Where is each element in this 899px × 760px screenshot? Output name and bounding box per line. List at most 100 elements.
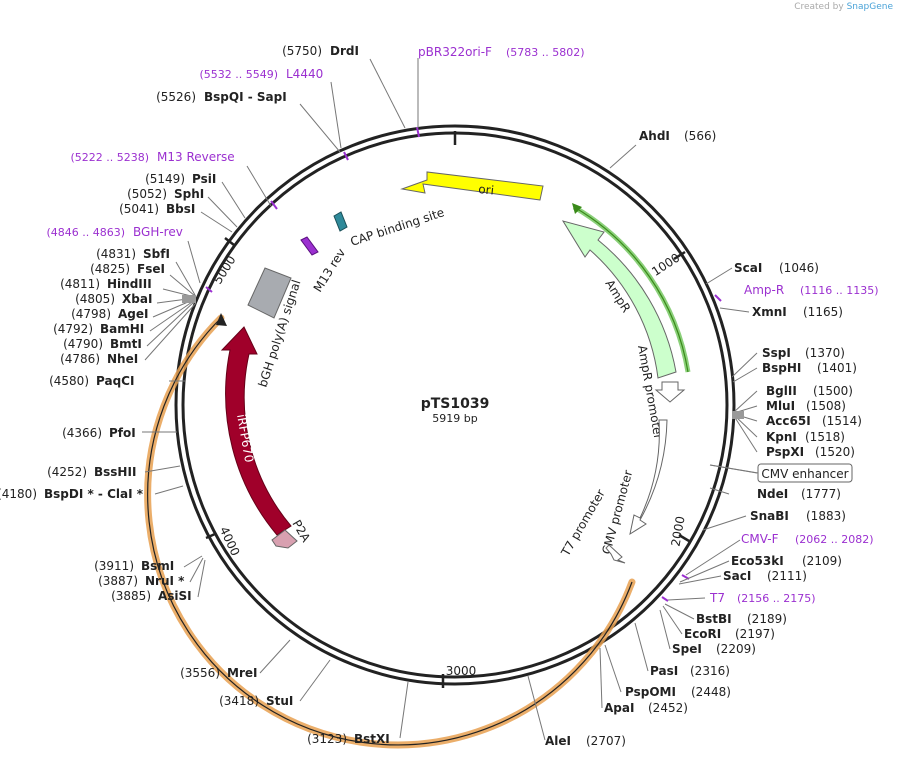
- site-acc65i: Acc65I(1514): [766, 414, 862, 428]
- plasmid-size: 5919 bp: [432, 412, 477, 425]
- primer-l4440: (5532 .. 5549)L4440: [199, 67, 323, 81]
- svg-text:NheI: NheI: [107, 352, 138, 366]
- svg-text:MluI: MluI: [766, 399, 795, 413]
- site-bbsi: (5041)BbsI: [119, 202, 195, 216]
- site-alei: AleI(2707): [545, 734, 626, 748]
- site-ndei: NdeI(1777): [757, 487, 841, 501]
- svg-text:(2109): (2109): [802, 554, 842, 568]
- svg-text:(5149): (5149): [145, 172, 185, 186]
- svg-text:PsiI: PsiI: [192, 172, 216, 186]
- svg-text:PasI: PasI: [650, 664, 678, 678]
- svg-text:(4252): (4252): [47, 465, 87, 479]
- feature-cmv-promoter-label: CMV promoter: [599, 469, 635, 556]
- site-paqci: (4580)PaqCI: [49, 374, 134, 388]
- svg-text:(4825): (4825): [90, 262, 130, 276]
- svg-text:BspHI: BspHI: [762, 361, 801, 375]
- svg-text:(5041): (5041): [119, 202, 159, 216]
- primer-t7: T7 (2156 .. 2175): [709, 591, 816, 605]
- svg-text:(3911): (3911): [94, 559, 134, 573]
- leader-lines: [142, 58, 758, 741]
- tick-2000: 2000: [669, 515, 690, 548]
- svg-text:L4440: L4440: [286, 67, 323, 81]
- primer-bgh-rev: (4846 .. 4863)BGH-rev: [46, 225, 182, 239]
- svg-text:XmnI: XmnI: [752, 305, 787, 319]
- site-sphi: (5052)SphI: [127, 187, 204, 201]
- svg-text:DrdI: DrdI: [330, 44, 359, 58]
- site-stui: (3418) StuI: [219, 694, 293, 708]
- svg-text:MreI: MreI: [227, 666, 257, 680]
- svg-text:PspOMI: PspOMI: [625, 685, 676, 699]
- svg-text:T7: T7: [709, 591, 725, 605]
- svg-text:(1046): (1046): [779, 261, 819, 275]
- svg-text:ScaI: ScaI: [734, 261, 762, 275]
- primer-marks: [205, 126, 722, 602]
- svg-text:SnaBI: SnaBI: [750, 509, 789, 523]
- svg-text:(3418): (3418): [219, 694, 259, 708]
- svg-text:(4846 .. 4863): (4846 .. 4863): [46, 226, 125, 239]
- orf-ampr-arrowhead: [572, 203, 582, 214]
- svg-text:(2197): (2197): [735, 627, 775, 641]
- cmv-enhancer-label: CMV enhancer: [761, 467, 848, 481]
- snapgene-brand: SnapGene: [846, 2, 893, 12]
- svg-text:CMV-F: CMV-F: [741, 532, 779, 546]
- svg-text:(4805): (4805): [75, 292, 115, 306]
- svg-text:(4366): (4366): [62, 426, 102, 440]
- site-pfoi: (4366)PfoI: [62, 426, 136, 440]
- svg-text:M13 Reverse: M13 Reverse: [157, 150, 235, 164]
- feature-ori-arrow: [400, 171, 544, 201]
- svg-text:(4798): (4798): [71, 307, 111, 321]
- site-snabi: SnaBI(1883): [750, 509, 846, 523]
- feature-cap-binding-site-arrow: [333, 211, 348, 232]
- svg-text:(4790): (4790): [63, 337, 103, 351]
- site-bmti: (4790) BmtI: [63, 337, 142, 351]
- svg-text:BmtI: BmtI: [110, 337, 142, 351]
- svg-text:PspXI: PspXI: [766, 445, 804, 459]
- svg-text:Acc65I: Acc65I: [766, 414, 811, 428]
- svg-text:BsmI: BsmI: [141, 559, 174, 573]
- svg-text:SpeI: SpeI: [672, 642, 702, 656]
- site-mlui: MluI(1508): [766, 399, 846, 413]
- site-bsphi: BspHI(1401): [762, 361, 857, 375]
- cmv-enhancer-leader: [709, 464, 759, 474]
- svg-text:(2062 .. 2082): (2062 .. 2082): [795, 533, 874, 546]
- orf-ampr-core: [573, 206, 689, 373]
- snapgene-credit: Created by SnapGene: [794, 2, 893, 12]
- svg-text:(3123): (3123): [307, 732, 347, 746]
- svg-text:PaqCI: PaqCI: [96, 374, 134, 388]
- svg-text:(5526): (5526): [156, 90, 196, 104]
- credit-prefix: Created by: [794, 2, 844, 12]
- tick-label-5000: 5000: [211, 253, 239, 286]
- svg-text:ApaI: ApaI: [604, 701, 634, 715]
- site-bstbi: BstBI(2189): [696, 612, 787, 626]
- svg-text:(2316): (2316): [690, 664, 730, 678]
- svg-text:BspDI * - ClaI *: BspDI * - ClaI *: [44, 487, 144, 501]
- svg-text:(4786): (4786): [60, 352, 100, 366]
- site-psii: (5149) PsiI: [145, 172, 216, 186]
- feature-ori-label: ori: [478, 182, 495, 198]
- tick-1000: 1000: [649, 250, 686, 279]
- svg-text:AgeI: AgeI: [118, 307, 148, 321]
- svg-text:(1116 .. 1135): (1116 .. 1135): [800, 284, 879, 297]
- svg-text:StuI: StuI: [266, 694, 293, 708]
- site-eco53ki: Eco53kI (2109): [731, 554, 842, 568]
- site-bsshii: (4252) BssHII: [47, 465, 136, 479]
- site-xbai: (4805)XbaI: [75, 292, 152, 306]
- svg-text:BamHI: BamHI: [100, 322, 144, 336]
- svg-text:(2189): (2189): [747, 612, 787, 626]
- plasmid-name: pTS1039: [421, 396, 490, 412]
- site-spei: SpeI(2209): [672, 642, 756, 656]
- svg-text:Amp-R: Amp-R: [744, 283, 784, 297]
- svg-text:(3887): (3887): [98, 574, 138, 588]
- svg-text:AsiSI: AsiSI: [158, 589, 192, 603]
- site-xmni: XmnI(1165): [752, 305, 843, 319]
- primer-m13-reverse: (5222 .. 5238)M13 Reverse: [70, 150, 234, 164]
- svg-text:(4792): (4792): [53, 322, 93, 336]
- feature-m13rev-arrow: [300, 236, 319, 256]
- primer-pbr322ori-f: pBR322ori-F(5783 .. 5802): [418, 45, 585, 59]
- svg-text:(3885): (3885): [111, 589, 151, 603]
- svg-text:Eco53kI: Eco53kI: [731, 554, 784, 568]
- svg-text:(2156 .. 2175): (2156 .. 2175): [737, 592, 816, 605]
- svg-text:BssHII: BssHII: [94, 465, 136, 479]
- svg-text:(2707): (2707): [586, 734, 626, 748]
